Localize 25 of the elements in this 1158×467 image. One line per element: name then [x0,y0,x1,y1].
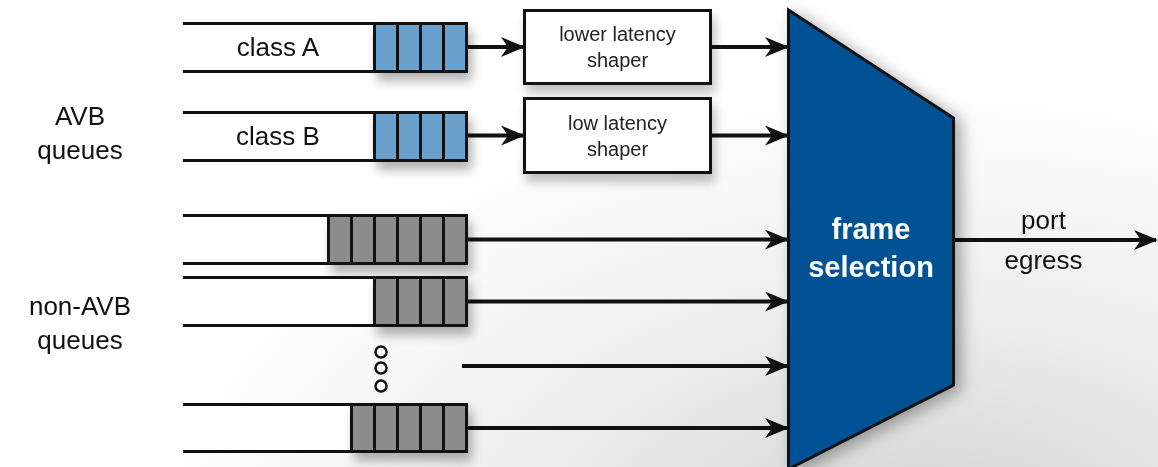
shaper-box [523,9,712,85]
queue-label: class B [235,120,321,153]
queue-label: class A [235,31,321,64]
group-label: AVB queues [36,100,124,167]
shaper-box [523,97,712,174]
queue-buffer [183,111,468,162]
queue-buffer [183,22,468,73]
multiplexer-label: frame selection [807,211,935,285]
arrow [468,418,789,438]
arrow [712,37,789,57]
arrow [468,125,525,146]
arrow [468,229,789,250]
edge-label: port egress [1003,204,1084,277]
queue-buffer [183,276,468,327]
queue-buffer [183,214,468,265]
shaper-label: low latency shaper [567,110,668,162]
arrow [462,356,789,376]
multiplexer-trapezoid [787,10,955,467]
shaper-label: lower latency shaper [558,22,677,73]
arrow [468,37,525,57]
arrow [468,291,789,312]
arrow [955,230,1158,250]
group-label: non-AVB queues [27,290,133,357]
arrow [712,125,789,146]
queue-buffer [183,403,468,453]
